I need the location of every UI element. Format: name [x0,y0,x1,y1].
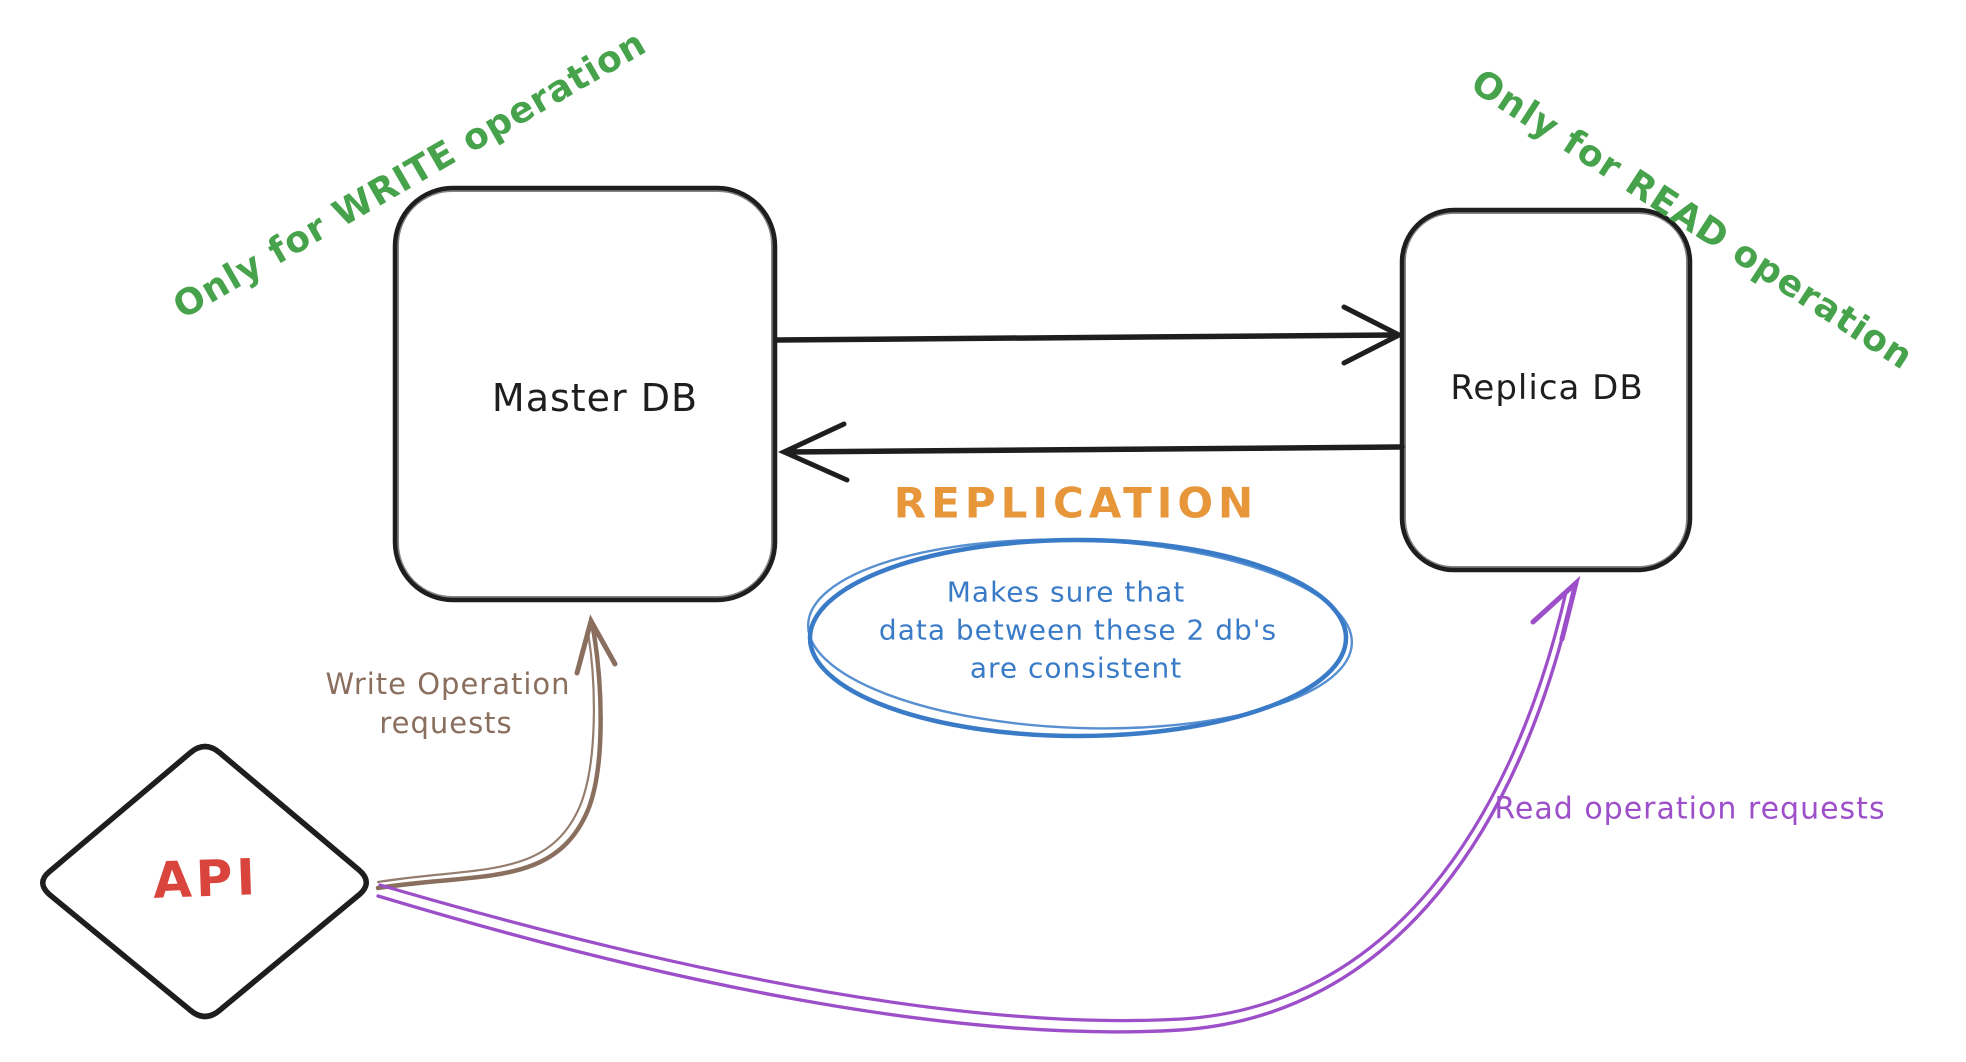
write-requests-label-line-1: Write Operation [325,667,571,701]
replication-note-line-2: data between these 2 db's [878,613,1278,647]
api-diamond [40,743,369,1020]
edge-write-requests [375,614,618,891]
master-db-label: Master DB [491,376,699,420]
read-requests-label: Read operation requests [1494,791,1886,827]
replication-note-line-3: are consistent [969,651,1183,685]
write-requests-label-line-2: requests [379,706,513,740]
replication-note-line-1: Makes sure that [946,575,1186,609]
arrow-replica-to-master [777,421,1405,483]
replication-title: REPLICATION [893,478,1259,528]
master-db-box [392,185,778,603]
api-label: API [152,848,260,910]
replication-note-ellipse [806,537,1354,739]
edge-read-requests [376,575,1581,1034]
replica-db-box [1399,207,1693,573]
arrow-master-to-replica [774,304,1405,366]
replica-db-label: Replica DB [1450,368,1644,408]
